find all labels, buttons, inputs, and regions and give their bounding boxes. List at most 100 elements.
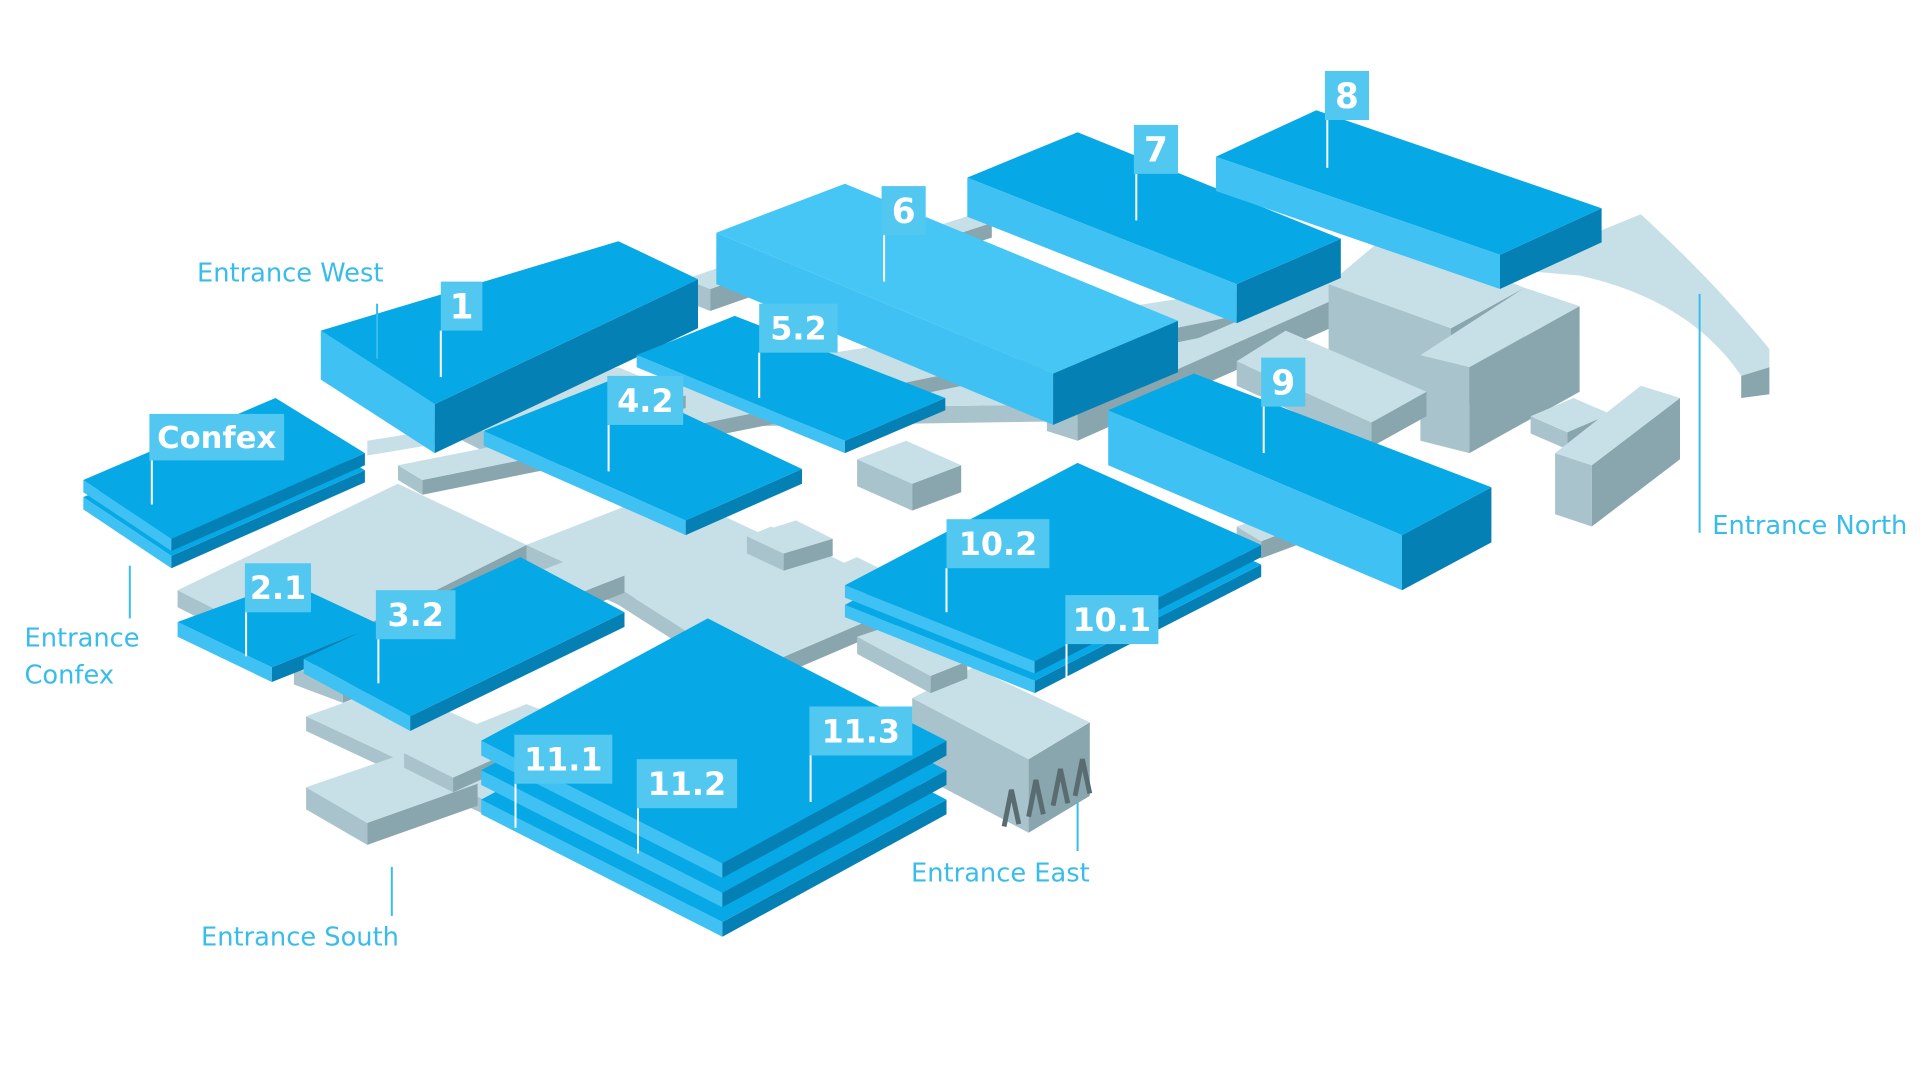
- hall-4-2-label-text: 4.2: [617, 383, 673, 420]
- hall-3-2-label[interactable]: 3.2: [375, 590, 456, 640]
- hall-3-2-block-left-face: [303, 658, 411, 731]
- hall-2-1-label[interactable]: 2.1: [244, 563, 311, 613]
- hall-7-label-bg: [1133, 124, 1178, 174]
- corridor-mid-link-2: [857, 440, 962, 511]
- hall-8-block-top-face: [1215, 110, 1602, 255]
- hall-10-2-label-text: 10.2: [959, 526, 1037, 563]
- corridor-north-wall-top-face: [1555, 385, 1680, 466]
- entrance-confex-text-line-1: Entrance: [25, 624, 140, 654]
- hall-8-block: [1215, 110, 1602, 289]
- entrance-confex-text-line-2: Confex: [25, 660, 115, 690]
- hall-11-level-3-right-face: [722, 799, 947, 937]
- halls-layer: [83, 110, 1602, 937]
- hall-10-2-label-bg: [946, 519, 1050, 569]
- hall-1-block-left-face: [320, 330, 435, 454]
- corridor-mid-link-right-face: [783, 538, 833, 571]
- hall-4-2-block: [483, 379, 802, 536]
- hall-6-label[interactable]: 6: [881, 186, 926, 236]
- hall-4-2-block-top-face: [483, 379, 802, 521]
- corridor-mid-link: [746, 520, 833, 571]
- hall-11-2-label[interactable]: 11.2: [636, 759, 738, 809]
- entrance-east-text-line-1: Entrance East: [911, 859, 1090, 889]
- hall-6-label-bg: [881, 186, 926, 236]
- hall-4-2-label[interactable]: 4.2: [607, 375, 684, 425]
- entrance-west-label[interactable]: Entrance West: [197, 259, 383, 289]
- hall-11-level-2-left-face: [481, 770, 723, 908]
- hall-1-label[interactable]: 1: [440, 281, 483, 331]
- entrance-east-arches: [1001, 758, 1093, 827]
- hall-6-block-left-face: [716, 232, 1054, 425]
- hall-9-block: [1108, 373, 1492, 591]
- entrance-north-arc-end: [1741, 367, 1770, 398]
- corridor-north-small-right-face: [1469, 306, 1580, 454]
- hall-5-2-block: [636, 315, 946, 454]
- hall-11-3-label[interactable]: 11.3: [809, 706, 913, 756]
- corridor-mid-link-left-face: [746, 536, 784, 571]
- corridor-north-wall: [1555, 385, 1680, 527]
- hall-3-2-block-top-face: [303, 557, 625, 717]
- hall-1-block-right-face: [434, 279, 698, 454]
- hall-11-level-1-right-face: [722, 740, 947, 878]
- entrance-south-text-line-1: Entrance South: [201, 922, 399, 952]
- entrance-north-label[interactable]: Entrance North: [1712, 511, 1907, 541]
- corridor-south-link-left-face: [404, 753, 454, 793]
- hall-10-1-label-bg: [1065, 595, 1159, 645]
- hall-4-2-block-right-face: [685, 469, 802, 536]
- hall-confex-label-text: Confex: [157, 421, 276, 456]
- hall-7-label-text: 7: [1144, 131, 1168, 171]
- hall-7-label[interactable]: 7: [1133, 124, 1178, 174]
- hall-8-label-text: 8: [1335, 77, 1359, 117]
- arch-1: [1001, 789, 1022, 827]
- hall-10-1-label[interactable]: 10.1: [1065, 595, 1159, 645]
- corridor-north-wall-right-face: [1591, 398, 1680, 527]
- hall-11-level-3-left-face: [481, 799, 723, 937]
- hall-confex-label[interactable]: Confex: [149, 413, 285, 461]
- hall-2-1-block-left-face: [177, 622, 272, 682]
- hall-confex-block-upper: [83, 398, 365, 551]
- hall-11-2-label-bg: [636, 759, 738, 809]
- hall-confex-block-upper-right-face: [171, 453, 365, 551]
- hall-5-2-block-top-face: [636, 315, 946, 441]
- arch-3: [1050, 768, 1071, 807]
- hall-confex-block-lower-left-face: [83, 497, 172, 569]
- corridor-east-block-left-face: [912, 698, 1029, 833]
- corridor-mid-link-2-top-face: [857, 440, 962, 484]
- hall-7-block-left-face: [967, 177, 1237, 324]
- hall-3-2-block-right-face: [410, 612, 625, 731]
- corridor-cross-1-left-face: [398, 465, 423, 495]
- hall-11-1-label[interactable]: 11.1: [514, 734, 613, 784]
- entrance-east-label[interactable]: Entrance East: [911, 859, 1090, 889]
- corridor-south-entrance-left-face: [306, 787, 368, 845]
- hall-8-block-right-face: [1500, 208, 1602, 289]
- hall-9-block-top-face: [1108, 373, 1492, 536]
- hall-5-2-label-bg: [759, 303, 838, 353]
- hall-6-label-text: 6: [892, 192, 916, 232]
- hall-1-block-top-face: [320, 241, 698, 405]
- hall-10-1-label-text: 10.1: [1073, 602, 1151, 639]
- hall-11-1-label-text: 11.1: [524, 742, 602, 779]
- hall-9-block-right-face: [1402, 487, 1492, 591]
- hall-5-2-label-text: 5.2: [770, 311, 826, 348]
- corridor-east-link: [857, 624, 968, 694]
- hall-confex-block-upper-left-face: [83, 480, 172, 551]
- arch-4: [1072, 758, 1093, 797]
- corridor-north-pad-top-face: [1530, 398, 1611, 433]
- corridor-east-link-right-face: [930, 661, 968, 694]
- entrance-south-label[interactable]: Entrance South: [201, 922, 399, 952]
- corridor-mid-link-top-face: [746, 520, 833, 554]
- hall-9-label[interactable]: 9: [1261, 357, 1306, 407]
- hall-8-label[interactable]: 8: [1324, 71, 1369, 120]
- leader-lines-layer: [128, 120, 1701, 916]
- hall-confex-block-upper-top-face: [83, 398, 365, 539]
- hall-11-level-1-top-face: [481, 618, 947, 864]
- hall-5-2-label[interactable]: 5.2: [759, 303, 838, 353]
- hall-2-1-block-top-face: [177, 581, 380, 668]
- hall-11-1-label-bg: [514, 734, 613, 784]
- corridor-grid-e-left-face: [293, 667, 343, 703]
- hall-10-2-label[interactable]: 10.2: [946, 519, 1050, 569]
- hall-9-label-bg: [1261, 357, 1306, 407]
